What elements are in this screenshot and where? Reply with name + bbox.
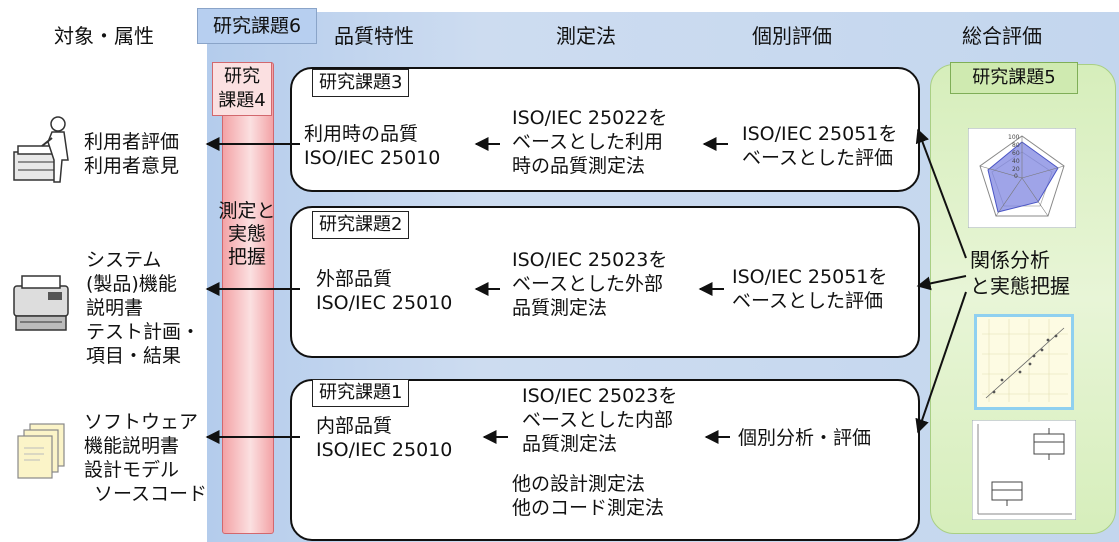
- row2-measure-line-2: ベースとした外部: [512, 273, 664, 295]
- row1-measure-line-1: ISO/IEC 25023を: [522, 385, 678, 407]
- row3-measurement: ISO/IEC 25022を ベースとした利用 時の品質測定法: [512, 106, 667, 178]
- software-line-3: 設計モデル: [84, 459, 180, 481]
- radar-chart-thumbnail: 100 80 60 40 20 0: [968, 128, 1076, 228]
- row2-measure-line-1: ISO/IEC 25023を: [512, 249, 668, 271]
- topic-4-line-2: 課題4: [218, 90, 266, 111]
- software-line-1: ソフトウェア: [84, 411, 199, 433]
- row2-measure-line-3: 品質測定法: [512, 297, 608, 319]
- system-line-5: 項目・結果: [86, 345, 182, 367]
- header-quality: 品質特性: [334, 24, 414, 48]
- radar-tick-40: 40: [1012, 158, 1020, 165]
- pink-line-2: 実態: [227, 223, 266, 245]
- topic-4-line-1: 研究: [224, 66, 260, 87]
- header-measurement: 測定法: [556, 24, 616, 48]
- row1-measurement: ISO/IEC 25023を ベースとした内部 品質測定法: [522, 384, 677, 456]
- arrow-overall-to-row2: [916, 275, 967, 291]
- software-line-2: 機能説明書: [84, 435, 180, 457]
- row2-quality-line-2: ISO/IEC 25010: [316, 292, 453, 314]
- overall-analysis-label: 関係分析 と実態把握: [970, 247, 1070, 299]
- row1-quality: 内部品質 ISO/IEC 25010: [316, 414, 452, 462]
- row3-eval: ISO/IEC 25051を ベースとした評価: [742, 122, 897, 170]
- row2-eval-line-2: ベースとした評価: [732, 290, 884, 312]
- row1-quality-line-2: ISO/IEC 25010: [316, 439, 453, 461]
- radar-tick-20: 20: [1012, 166, 1020, 173]
- row1-measure-line-3: 品質測定法: [522, 433, 618, 455]
- system-attributes: システム (製品)機能 説明書 テスト計画・ 項目・結果: [86, 248, 200, 368]
- boxplot-thumbnail: [972, 420, 1076, 520]
- row1-measure-line-2: ベースとした内部: [522, 409, 674, 431]
- row2-quality: 外部品質 ISO/IEC 25010: [316, 267, 452, 315]
- system-line-1: システム: [86, 249, 162, 271]
- row2-quality-line-1: 外部品質: [316, 268, 393, 290]
- topic-1-label: 研究課題1: [312, 379, 410, 407]
- topic-6-label: 研究課題6: [197, 8, 317, 44]
- row2-eval: ISO/IEC 25051を ベースとした評価: [732, 265, 887, 313]
- person-at-copier-icon: [13, 116, 69, 183]
- system-line-2: (製品)機能: [86, 273, 177, 295]
- row2-measurement: ISO/IEC 25023を ベースとした外部 品質測定法: [512, 248, 667, 320]
- row3-measure-line-1: ISO/IEC 25022を: [512, 107, 668, 129]
- row3-quality: 利用時の品質 ISO/IEC 25010: [304, 122, 440, 170]
- documents-icon: [17, 423, 65, 479]
- header-individual-eval: 個別評価: [752, 24, 832, 48]
- user-line-1: 利用者評価: [84, 131, 180, 153]
- overall-line-1: 関係分析: [970, 248, 1050, 272]
- user-line-2: 利用者意見: [84, 155, 180, 177]
- row1-quality-line-1: 内部品質: [316, 415, 393, 437]
- system-line-4: テスト計画・: [86, 321, 201, 343]
- topic-4-bar: [222, 62, 274, 534]
- pink-line-3: 把握: [227, 246, 266, 268]
- scatter-plot-thumbnail: [974, 314, 1074, 410]
- row1-other-measures: 他の設計測定法 他のコード測定法: [512, 472, 664, 520]
- topic-5-label: 研究課題5: [950, 62, 1078, 94]
- row3-eval-line-1: ISO/IEC 25051を: [742, 123, 898, 145]
- topic-3-label: 研究課題3: [312, 69, 410, 97]
- header-overall-eval: 総合評価: [962, 24, 1042, 48]
- row1-eval: 個別分析・評価: [738, 427, 872, 449]
- software-line-4: ソースコード: [94, 483, 208, 505]
- radar-tick-60: 60: [1012, 150, 1020, 157]
- row1-measure-line-5: 他のコード測定法: [512, 497, 665, 519]
- radar-tick-0: 0: [1014, 173, 1018, 180]
- arrow-overall-to-row3: [915, 128, 967, 259]
- user-attributes: 利用者評価 利用者意見: [84, 130, 179, 178]
- radar-tick-100: 100: [1008, 134, 1020, 141]
- software-attributes: ソフトウェア 機能説明書 設計モデル ソースコード: [84, 410, 207, 506]
- header-attributes: 対象・属性: [54, 24, 154, 48]
- topic-4-label: 研究 課題4: [212, 62, 272, 116]
- system-line-3: 説明書: [86, 297, 144, 319]
- arrow-overall-to-row1: [915, 291, 967, 434]
- pink-line-1: 測定と: [218, 200, 276, 222]
- row1-measure-line-4: 他の設計測定法: [512, 473, 646, 495]
- measure-and-grasp-label: 測定と 実態 把握: [214, 200, 280, 269]
- radar-tick-80: 80: [1012, 142, 1020, 149]
- row3-quality-line-2: ISO/IEC 25010: [304, 147, 441, 169]
- row2-eval-line-1: ISO/IEC 25051を: [732, 266, 888, 288]
- row3-eval-line-2: ベースとした評価: [742, 147, 894, 169]
- row3-measure-line-2: ベースとした利用: [512, 131, 664, 153]
- row3-quality-line-1: 利用時の品質: [304, 123, 419, 145]
- printer-icon: [13, 275, 69, 331]
- topic-2-label: 研究課題2: [312, 211, 410, 239]
- overall-line-2: と実態把握: [970, 274, 1070, 298]
- row3-measure-line-3: 時の品質測定法: [512, 155, 646, 177]
